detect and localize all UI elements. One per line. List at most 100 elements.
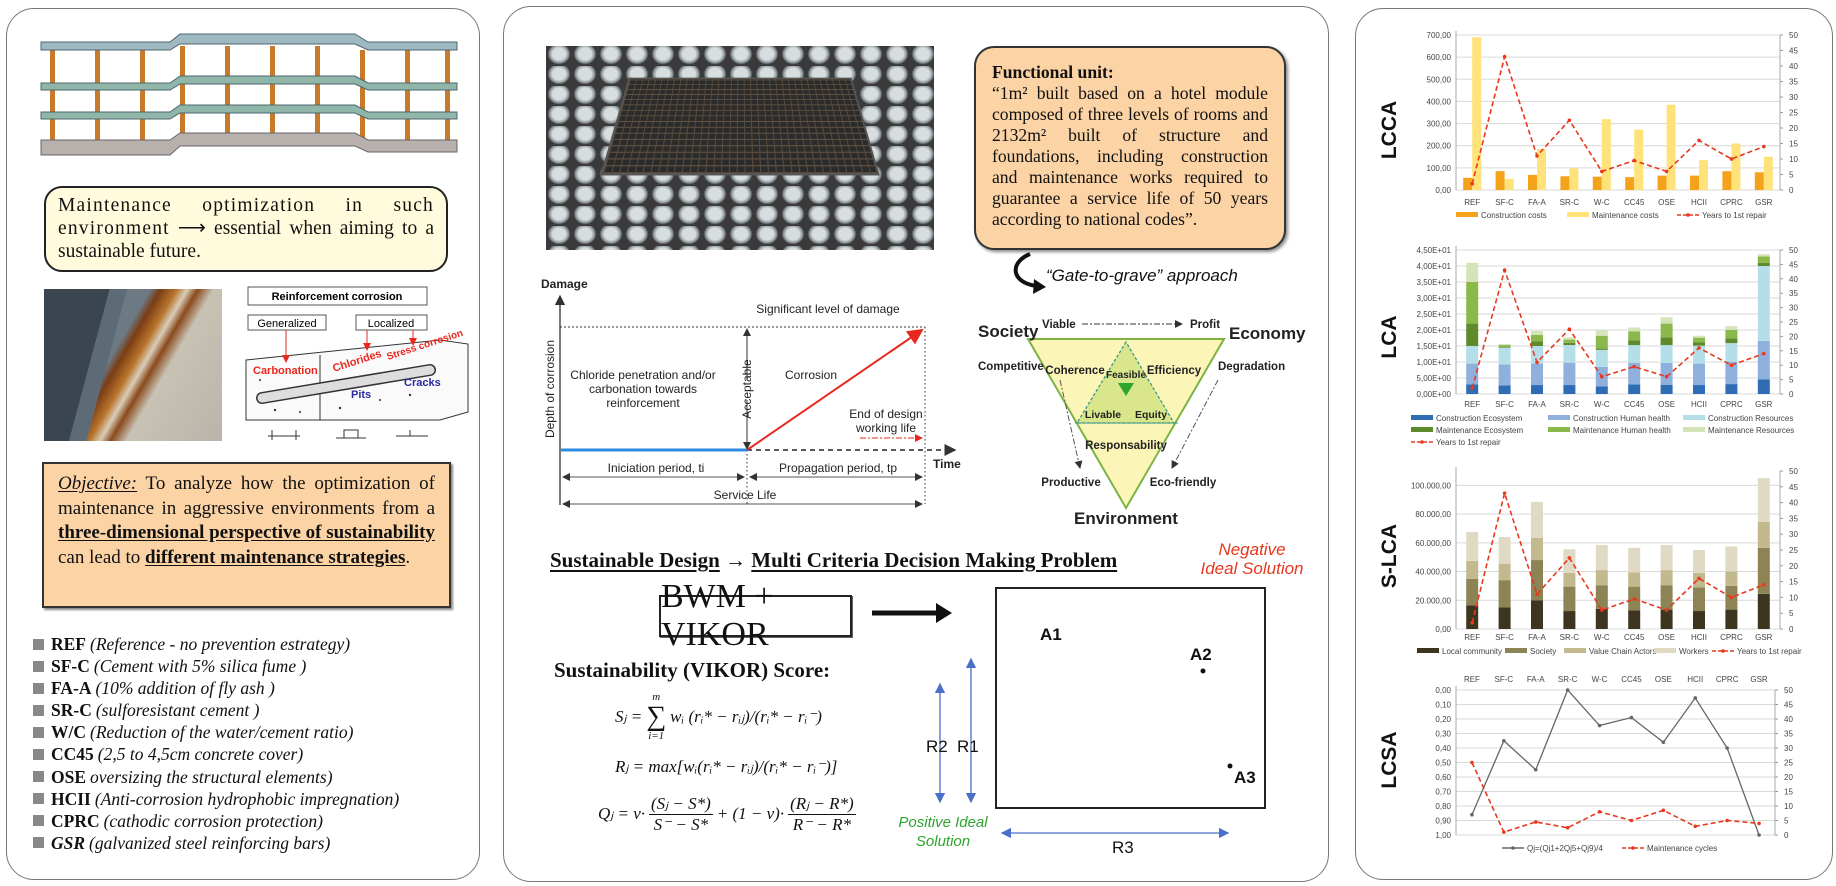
line-point <box>1725 818 1729 823</box>
stacked-bar-segment <box>1693 337 1705 343</box>
corroded-beam-photo <box>44 289 222 441</box>
category-label: REF <box>1464 198 1480 207</box>
depth-of-corrosion-label: Depth of corrosion <box>543 340 557 438</box>
objective-bold-1: three-dimensional perspective of sustain… <box>58 522 436 543</box>
propagation-label: Propagation period, tp <box>779 461 897 475</box>
line-point <box>1762 582 1766 587</box>
strategy-list: REF(Reference - no prevention estrategy)… <box>33 633 473 854</box>
y-right-tick-label: 30 <box>1784 744 1793 753</box>
strategy-code: CPRC <box>51 810 100 831</box>
arrow-right-icon <box>936 603 952 623</box>
line-point <box>1729 595 1734 600</box>
category-label: SR-C <box>1558 675 1578 684</box>
category-label: W-C <box>1594 400 1610 409</box>
stacked-bar-segment <box>1660 609 1673 629</box>
stacked-bar-segment <box>1595 335 1608 349</box>
chart-s-lca: S-LCA0,0020.000,0040.000,0060.000,0080.0… <box>1378 467 1802 656</box>
legend-marker <box>1721 649 1725 653</box>
stacked-bar-segment <box>1628 547 1641 573</box>
category-label: REF <box>1464 633 1480 642</box>
bullet-icon <box>33 771 44 783</box>
bar <box>1495 171 1505 190</box>
stacked-bar-segment <box>1498 347 1511 365</box>
legend-label: Maintenance Ecosystem <box>1436 426 1523 435</box>
localized-label: Localized <box>368 318 414 330</box>
strategy-item: CPRC(cathodic corrosion protection) <box>33 810 473 832</box>
stacked-bar-segment <box>1498 563 1511 581</box>
arrow-icon: ⟶ <box>177 218 206 239</box>
phase1-line2: carbonation towards <box>589 382 697 396</box>
stacked-bar-segment <box>1628 384 1641 394</box>
stacked-bar-segment <box>1693 363 1705 386</box>
line-point <box>1502 738 1506 743</box>
infinity-icon <box>1118 383 1134 396</box>
y-right-tick-label: 10 <box>1789 593 1798 602</box>
y-right-tick-label: 0 <box>1789 186 1794 195</box>
stacked-bar-segment <box>1628 331 1641 341</box>
stacked-bar-segment <box>1660 585 1673 610</box>
eco-friendly-label: Eco-friendly <box>1150 477 1217 489</box>
construction-site-photo <box>546 46 934 250</box>
legend-swatch <box>1683 415 1705 420</box>
stacked-bar-segment <box>1693 587 1705 612</box>
stacked-bar-segment <box>1531 341 1543 346</box>
y-left-tick-label: 2,00E+01 <box>1417 326 1452 335</box>
y-left-tick-label: 2,50E+01 <box>1417 310 1452 319</box>
chart-lca: LCA0,00E+005,00E+001,00E+011,50E+012,00E… <box>1378 246 1798 447</box>
legend-marker <box>1420 440 1424 444</box>
category-label: SF-C <box>1495 400 1514 409</box>
chart-title: LCCA <box>1378 101 1401 159</box>
intro-before: Maintenance optimization in such environ… <box>58 195 434 239</box>
stacked-bar-segment <box>1531 385 1543 394</box>
stacked-bar-segment <box>1531 537 1543 561</box>
formula-q-lhs: Qⱼ = v· <box>598 804 646 824</box>
y-right-tick-label: 35 <box>1784 730 1793 739</box>
stacked-bar-segment <box>1725 384 1738 394</box>
line-point <box>1693 824 1698 829</box>
economy-label: Economy <box>1229 324 1306 343</box>
livable-label: Livable <box>1085 409 1121 421</box>
y-left-tick-label: 5,00E+00 <box>1417 374 1452 383</box>
legend-swatch <box>1411 427 1433 432</box>
bullet-icon <box>33 682 44 694</box>
legend-label: Workers <box>1679 647 1709 656</box>
generalized-label: Generalized <box>257 318 316 330</box>
stacked-bar-segment <box>1757 478 1770 522</box>
stacked-bar-segment <box>1498 346 1511 348</box>
bar <box>1463 177 1473 190</box>
line-point <box>1661 740 1666 744</box>
legend-marker <box>1511 846 1515 850</box>
stacked-bar-segment <box>1628 610 1641 629</box>
line-series <box>1471 267 1765 389</box>
line-point <box>1664 608 1669 612</box>
society-label: Society <box>978 322 1039 341</box>
alternative-a1: A1 <box>1040 625 1062 644</box>
stacked-bar-segment <box>1757 593 1770 629</box>
y-right-tick-label: 40 <box>1789 499 1798 508</box>
alternative-a3: A3 <box>1234 768 1256 787</box>
bullet-icon <box>33 660 44 672</box>
y-left-tick-label: 3,50E+01 <box>1417 278 1452 287</box>
legend-label: Construction costs <box>1481 211 1547 220</box>
legend-swatch <box>1683 427 1705 432</box>
line-point <box>1565 825 1570 830</box>
stacked-bar-segment <box>1563 611 1576 629</box>
stacked-bar-segment <box>1466 578 1479 606</box>
carbonation-label: Carbonation <box>253 365 318 377</box>
y-right-tick-label: 0 <box>1789 390 1794 399</box>
functional-unit-title: Functional unit: <box>992 62 1114 82</box>
category-label: HCII <box>1687 675 1703 684</box>
coherence-label: Coherence <box>1045 365 1104 377</box>
y-left-tick-label: 0,90 <box>1435 817 1451 826</box>
line-point <box>1693 696 1698 700</box>
score-title: Sustainability (VIKOR) Score: <box>554 658 831 682</box>
category-label: CPRC <box>1720 633 1743 642</box>
significant-damage-label: Significant level of damage <box>756 302 900 316</box>
line-point <box>1597 723 1602 728</box>
legend-label: Society <box>1530 647 1556 656</box>
y-right-tick-label: 5 <box>1784 817 1789 826</box>
legend-label: Construction Human health <box>1573 414 1670 423</box>
stacked-bar-segment <box>1725 609 1738 629</box>
line-point <box>1533 820 1538 824</box>
stacked-bar-segment <box>1628 340 1641 346</box>
